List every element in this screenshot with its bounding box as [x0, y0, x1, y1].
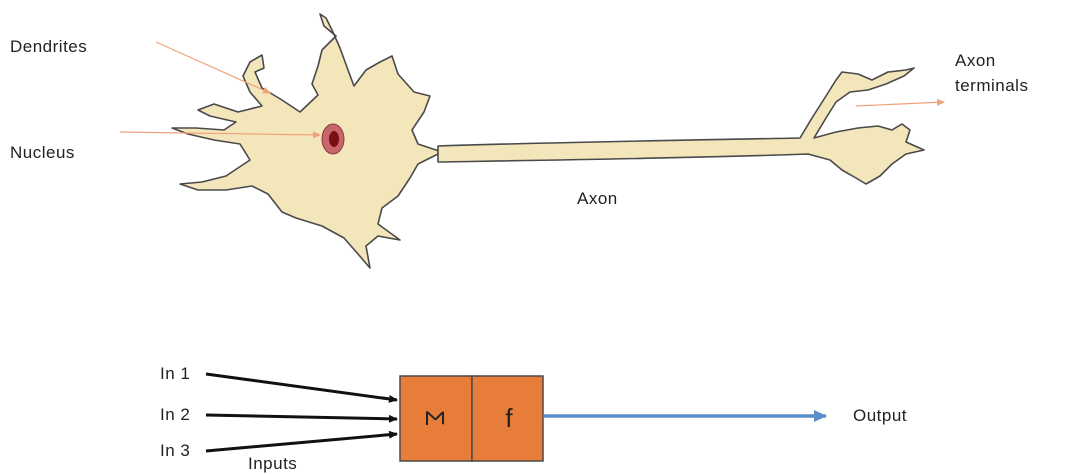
- output-label: Output: [853, 406, 907, 426]
- activation-symbol: f: [497, 403, 521, 433]
- input-2-label: In 2: [160, 405, 190, 425]
- input-3-arrow: [206, 434, 397, 451]
- axon-terminals-pointer-arrow: [856, 102, 944, 106]
- axon-label: Axon: [577, 189, 618, 209]
- nucleus-inner: [329, 131, 339, 147]
- input-2-arrow: [206, 415, 397, 419]
- input-1-label: In 1: [160, 364, 190, 384]
- dendrites-label: Dendrites: [10, 37, 87, 57]
- input-1-arrow: [206, 374, 397, 400]
- input-3-label: In 3: [160, 441, 190, 461]
- axon-terminals-label-line2: terminals: [955, 76, 1028, 96]
- neuron-axon: [438, 68, 924, 184]
- inputs-label: Inputs: [248, 454, 297, 474]
- sum-symbol: Σ: [420, 403, 450, 433]
- nucleus-label: Nucleus: [10, 143, 75, 163]
- axon-terminals-label-line1: Axon: [955, 51, 996, 71]
- neuron-cell-body: [172, 14, 442, 268]
